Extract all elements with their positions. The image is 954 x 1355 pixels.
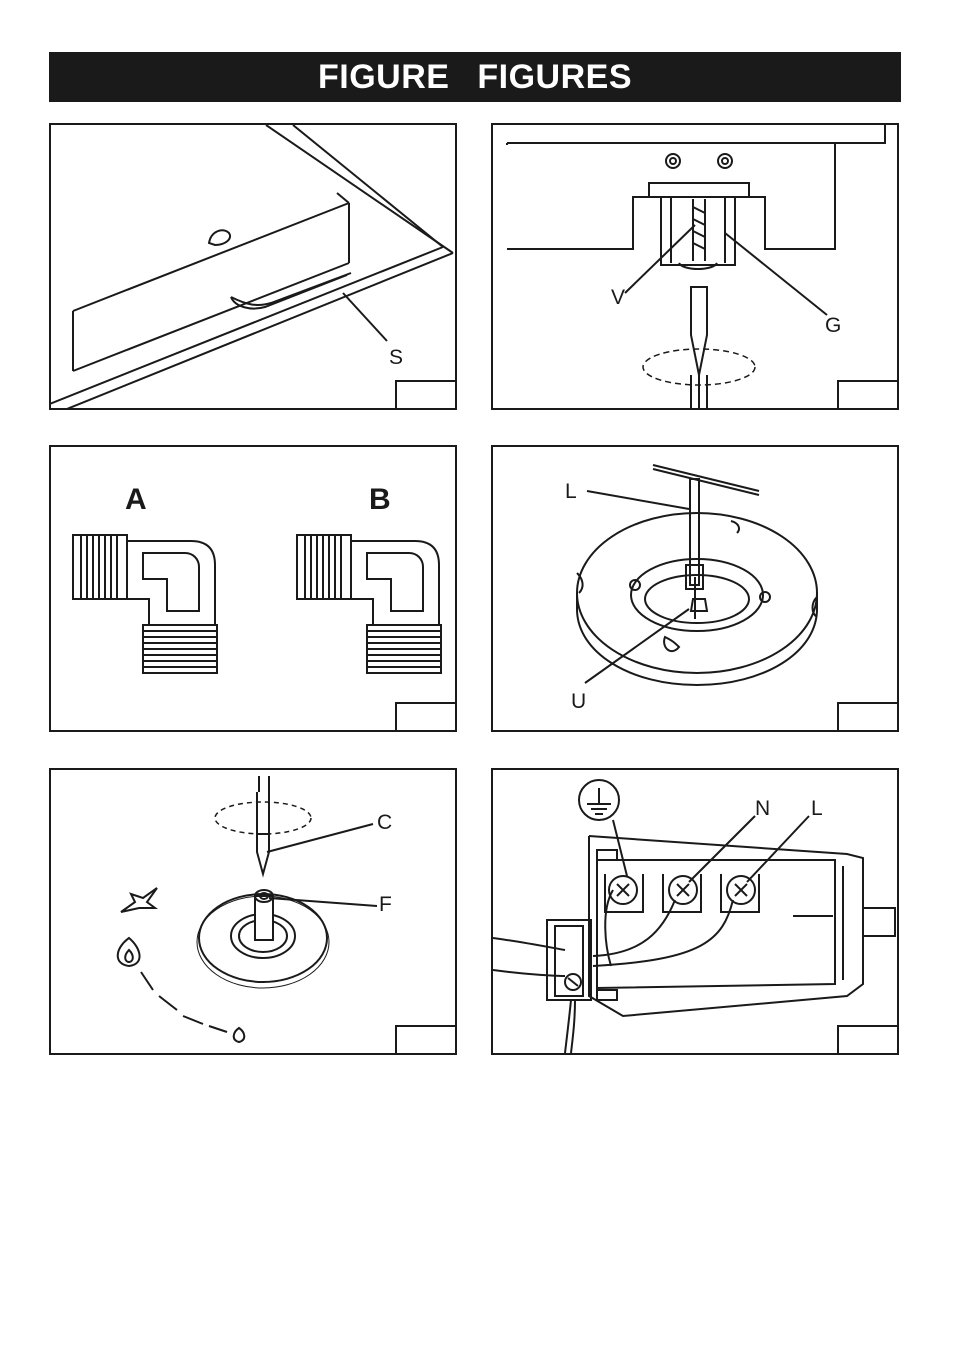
label-g: G — [825, 315, 841, 336]
figure-number-box — [395, 380, 455, 408]
label-v: V — [611, 287, 625, 308]
flame-low-icon — [234, 1028, 245, 1042]
figure-number-box — [837, 702, 897, 730]
figure-terminal-block: N L — [491, 768, 899, 1055]
figure-elbow-fittings: A B — [49, 445, 457, 732]
figure-burner-key: L U — [491, 445, 899, 732]
elbow-a — [73, 535, 217, 673]
label-l: L — [811, 798, 823, 819]
figure-screw-adjust: V G — [491, 123, 899, 410]
earth-symbol-icon — [579, 780, 619, 820]
figure-number-box — [395, 702, 455, 730]
label-s: S — [389, 347, 403, 368]
label-b: B — [369, 485, 391, 515]
figure-number-box — [837, 380, 897, 408]
figure-number-box — [395, 1025, 455, 1053]
figure-hob-seal: S — [49, 123, 457, 410]
figure-number-box — [837, 1025, 897, 1053]
screw-adjust-drawing — [493, 125, 897, 408]
page-title-banner: FIGURE FIGURES — [49, 52, 901, 102]
tap-bypass-drawing — [51, 770, 455, 1053]
label-u: U — [571, 691, 586, 712]
label-l: L — [565, 481, 577, 502]
figure-tap-bypass: C F — [49, 768, 457, 1055]
elbow-b — [297, 535, 441, 673]
label-f: F — [379, 894, 392, 915]
label-a: A — [125, 485, 147, 515]
page-title: FIGURE FIGURES — [318, 58, 632, 97]
spark-icon — [121, 888, 157, 912]
elbow-fittings-drawing — [51, 447, 455, 730]
flame-high-icon — [118, 938, 140, 966]
label-n: N — [755, 798, 770, 819]
label-c: C — [377, 812, 392, 833]
terminal-block-drawing — [493, 770, 897, 1053]
burner-key-drawing — [493, 447, 897, 730]
